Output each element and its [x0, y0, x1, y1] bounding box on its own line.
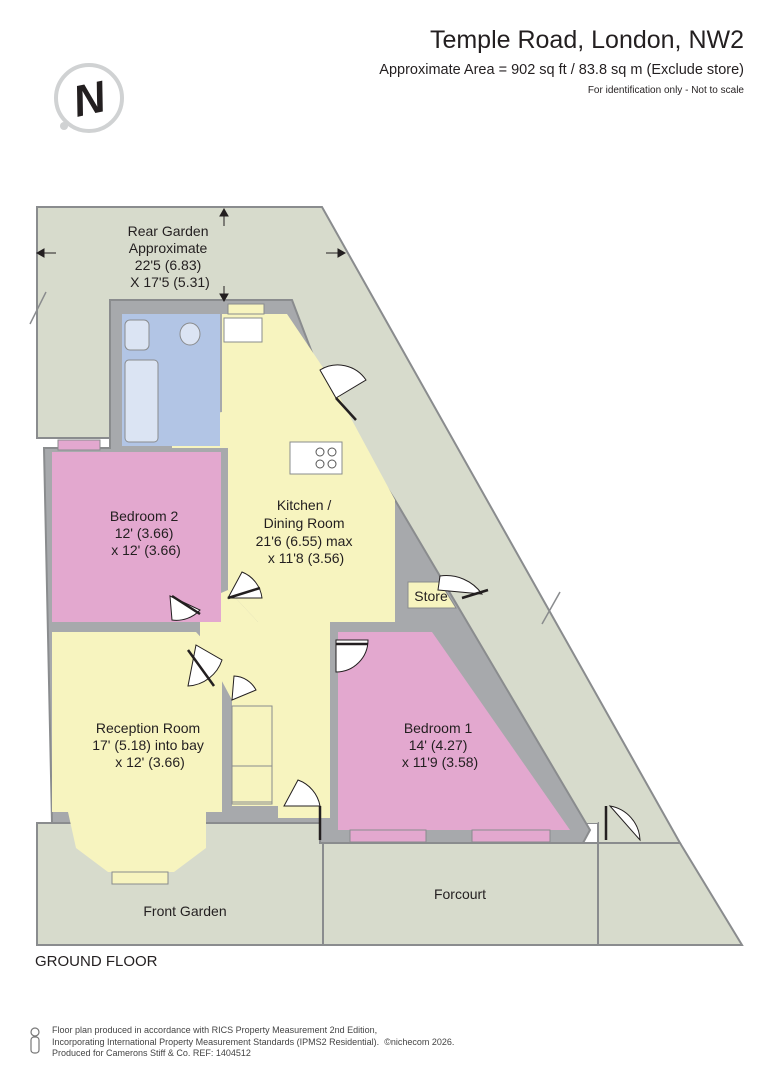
hob [289, 441, 343, 475]
basin [124, 319, 150, 351]
hall-cupboard [231, 765, 273, 803]
window [111, 871, 169, 885]
window [57, 439, 101, 451]
forecourt-area [322, 842, 599, 946]
bedroom-1-label: Bedroom 1 14' (4.27) x 11'9 (3.58) [402, 720, 478, 770]
forecourt-label: Forcourt [434, 886, 486, 902]
bedroom-2 [52, 452, 221, 622]
bedroom-1 [338, 632, 570, 830]
window [349, 829, 427, 843]
kitchen-label: Kitchen / Dining Room 21'6 (6.55) max x … [256, 497, 357, 566]
rear-garden-label: Rear Garden Approximate 22'5 (6.83) X 17… [128, 223, 213, 290]
window [227, 303, 265, 315]
sink [223, 317, 263, 343]
footer-line-1: Floor plan produced in accordance with R… [52, 1025, 378, 1035]
store-label: Store [414, 588, 448, 604]
hob-ring [315, 447, 325, 457]
side-strip [292, 300, 598, 823]
front-garden-label: Front Garden [143, 903, 226, 919]
side-garden-area [597, 842, 744, 946]
person-icon [30, 1027, 40, 1054]
area-summary: Approximate Area = 902 sq ft / 83.8 sq m… [379, 62, 744, 78]
footer-line-3: Produced for Camerons Stiff & Co. REF: 1… [52, 1048, 251, 1058]
kitchen-dining-room [172, 314, 395, 622]
bathtub [124, 359, 159, 443]
page-title: Temple Road, London, NW2 [429, 26, 744, 54]
copyright: ©nichecom 2026. [384, 1036, 455, 1047]
dimension-arrows [35, 207, 347, 303]
window [471, 829, 551, 843]
door-arcs [169, 364, 641, 842]
compass-icon: N [54, 63, 124, 133]
hob-ring [315, 459, 325, 469]
boundary-marks [29, 291, 561, 625]
reception-room [52, 632, 222, 872]
footer-text: Floor plan produced in accordance with R… [52, 1025, 454, 1060]
footer-line-2: Incorporating International Property Mea… [52, 1036, 455, 1047]
toilet [179, 322, 201, 346]
door-leaves [171, 397, 608, 840]
disclaimer-note: For identification only - Not to scale [587, 85, 744, 96]
hob-ring [327, 447, 337, 457]
hob-ring [327, 459, 337, 469]
reception-label: Reception Room 17' (5.18) into bay x 12'… [92, 720, 208, 770]
bedroom-2-label: Bedroom 2 12' (3.66) x 12' (3.66) [110, 508, 182, 558]
floor-label: GROUND FLOOR [35, 953, 158, 970]
